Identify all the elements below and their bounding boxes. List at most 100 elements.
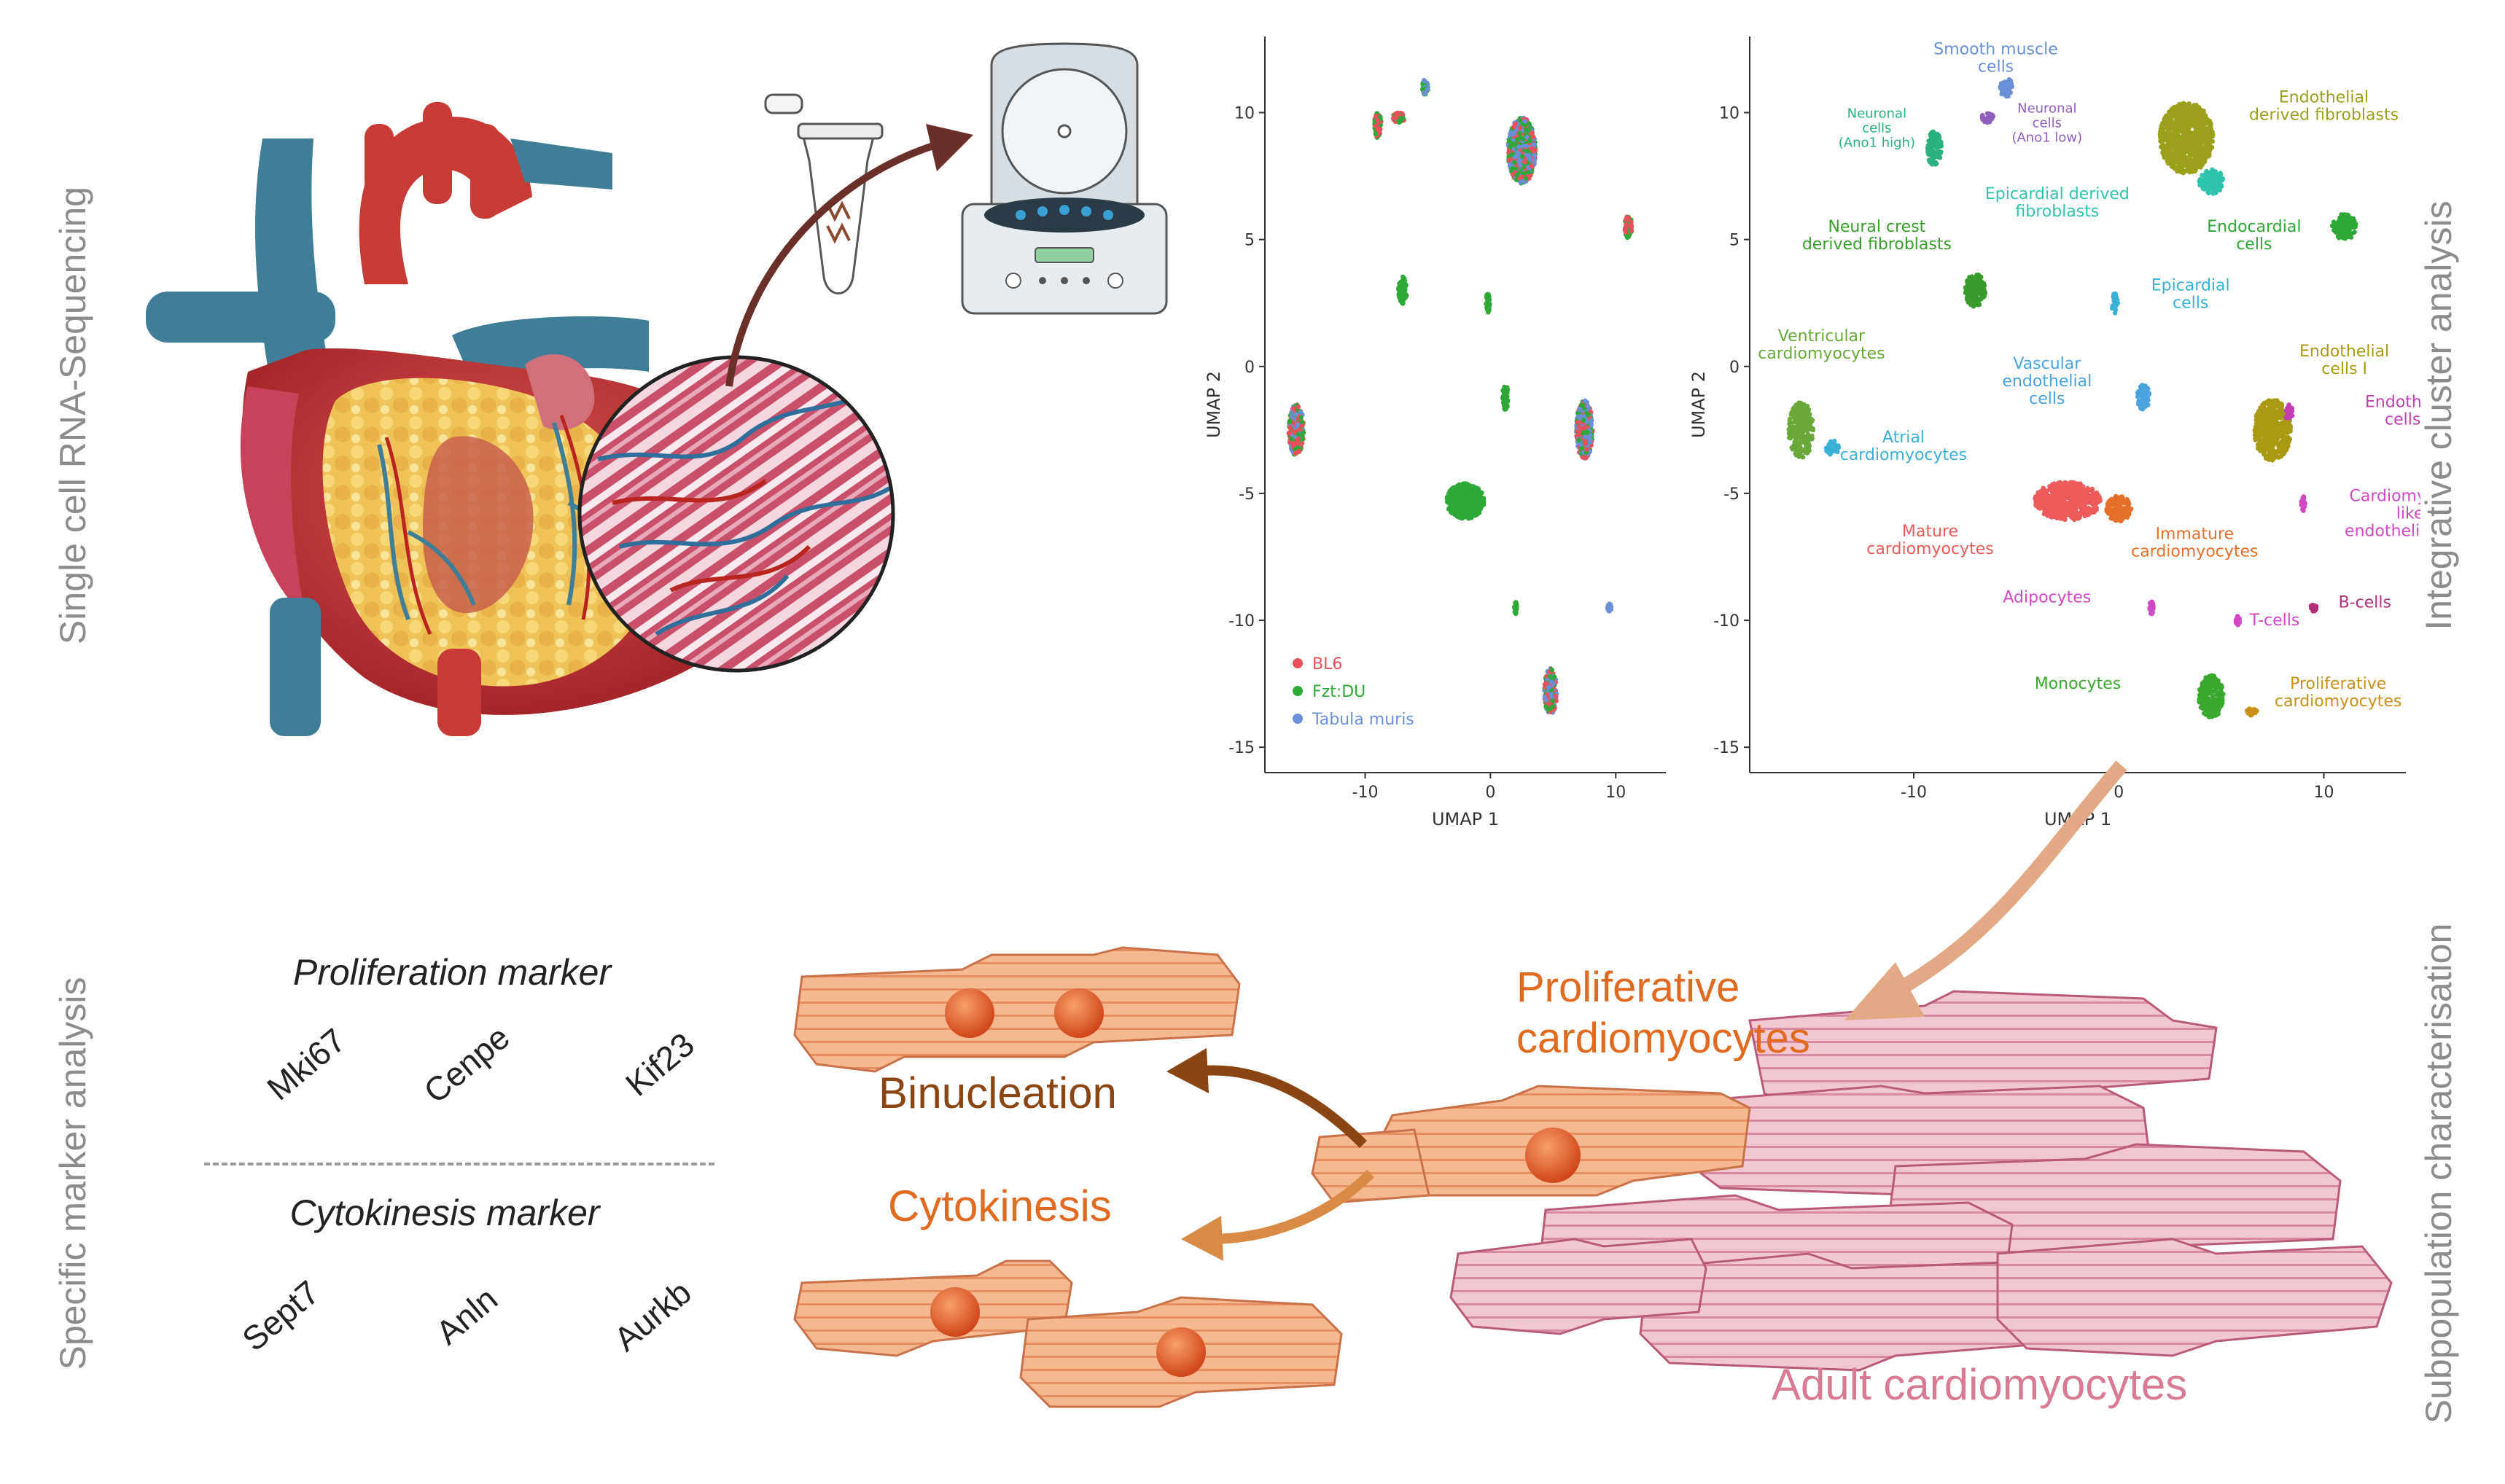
scatter-point [1587,437,1592,442]
centrifuge-icon [961,42,1168,315]
scatter-point [1475,502,1481,507]
scatter-point [1298,423,1304,429]
umap-cluster [1998,77,2014,99]
scatter-point [1508,144,1513,149]
scatter-point [2259,445,2264,450]
scatter-point [1475,487,1480,492]
scatter-point [2204,172,2209,177]
label-integrative-cluster-analysis: Integrative cluster analysis [2418,200,2459,630]
scatter-point [1801,420,1807,425]
scatter-point [1979,295,1984,300]
scatter-point [1585,403,1590,409]
scatter-point [2340,230,2345,235]
scatter-point [2143,389,2148,394]
scatter-point [1517,117,1522,123]
umap-cluster [2110,291,2120,316]
scatter-point [2275,415,2281,420]
scatter-point [2260,438,2265,444]
legend-swatch [1293,714,1303,724]
scatter-point [1998,81,2004,86]
scatter-point [2339,212,2344,217]
scatter-point [1513,601,1518,606]
scatter-point [2175,133,2181,139]
scatter-point [1457,504,1462,509]
umap-cluster [1605,601,1614,614]
scatter-point [2199,125,2205,130]
scatter-point [2340,219,2345,224]
scatter-point [1468,501,1473,507]
scatter-point [1804,411,1809,417]
scatter-point [1523,176,1529,181]
scatter-point [1514,173,1519,178]
scatter-point [1582,434,1588,440]
umap-cluster [1574,398,1595,461]
scatter-point [1793,439,1799,444]
umap-cluster [1395,274,1409,306]
scatter-point [2186,136,2192,142]
scatter-point [1623,225,1628,230]
scatter-point [1625,217,1631,222]
scatter-point [1965,294,1970,300]
scatter-point [1926,144,1931,149]
scatter-point [1974,273,1979,278]
scatter-point [2159,122,2165,127]
scatter-point [1396,285,1401,290]
scatter-point [1929,154,1934,159]
scatter-point [2169,137,2174,142]
x-tick-label: -10 [1901,784,1927,802]
scatter-point [1463,501,1468,507]
scatter-point [1374,114,1379,119]
umap-cluster [1786,400,1816,460]
scatter-point [2255,420,2261,426]
scatter-point [1393,111,1399,116]
scatter-point [2347,233,2353,239]
scatter-point [1400,276,1406,281]
scatter-point [2202,183,2207,189]
umap-cluster [1925,129,1944,167]
umap-cluster [1444,481,1487,521]
scatter-point [1809,418,1815,423]
scatter-point [2176,141,2181,146]
scatter-point [2346,214,2351,219]
scatter-point [1486,292,1491,297]
scatter-point [2275,442,2281,447]
scatter-point [1964,290,1970,296]
scatter-point [1517,131,1522,136]
y-tick-label: 10 [1234,104,1255,122]
scatter-point [1807,423,1812,428]
scatter-point [1934,141,1940,146]
scatter-point [1298,410,1304,415]
umap-cluster [2329,212,2358,241]
scatter-point [1976,302,1982,308]
scatter-point [1938,141,1943,147]
scatter-point [1502,397,1507,402]
umap-cluster [1511,600,1519,617]
scatter-point [1474,512,1480,517]
scatter-point [2182,122,2187,128]
scatter-point [1400,115,1406,120]
scatter-point [1629,219,1634,224]
scatter-point [1982,290,1988,295]
scatter-point [2208,174,2213,179]
scatter-point [1549,667,1554,673]
scatter-point [1502,384,1507,389]
scatter-point [1980,281,1985,286]
scatter-point [2270,434,2275,440]
scatter-point [2112,305,2117,310]
scatter-point [2194,131,2200,136]
scatter-point [1295,422,1300,427]
scatter-point [1834,447,1839,453]
scatter-point [2198,157,2203,162]
scatter-point [1373,131,1379,137]
scatter-point [1398,295,1404,300]
y-tick-label: -5 [1723,485,1740,504]
umap-cluster [1372,111,1384,140]
scatter-point [1403,283,1408,288]
scatter-point [2288,427,2293,432]
heart-illustration [146,102,895,736]
umap-cluster [2157,101,2216,176]
scatter-point [1526,169,1531,175]
scatter-point [2264,445,2270,450]
